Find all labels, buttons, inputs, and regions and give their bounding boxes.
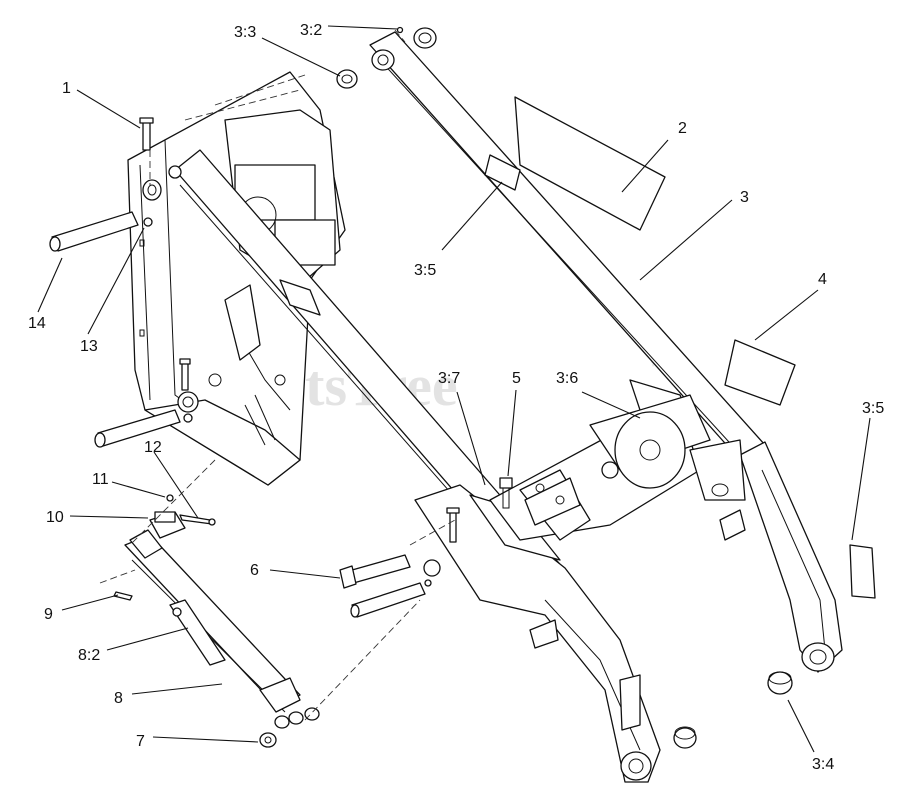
bushing-3-2 [396, 26, 437, 49]
callout-3-5-side: 3:5 [862, 400, 884, 417]
washer-7 [259, 732, 277, 748]
decal-3-5-side [849, 544, 876, 599]
callout-3-3: 3:3 [234, 24, 256, 41]
callout-4: 4 [818, 271, 827, 288]
rod-end-washers [274, 707, 320, 729]
callout-5: 5 [512, 370, 521, 387]
pin-lower-arm [350, 582, 426, 618]
callout-3-7: 3:7 [438, 370, 460, 387]
decal-2 [514, 96, 666, 231]
right-loader-arm [369, 31, 843, 673]
cotter-pin-9 [113, 591, 133, 601]
callout-labels: 1 2 3 3:2 3:3 3:4 3:5 3:5 3:6 3:7 4 5 6 … [28, 22, 884, 773]
callout-3-4: 3:4 [812, 756, 834, 773]
bushing-3-3 [336, 69, 358, 89]
upper-pivot-boss [142, 179, 162, 201]
bolt-1 [139, 117, 154, 151]
nut-13 [143, 217, 153, 227]
lower-bolt [179, 358, 191, 391]
callout-14: 14 [28, 315, 46, 332]
pin-arm-mount [423, 507, 460, 587]
lower-nut [183, 413, 193, 423]
nut-11 [166, 494, 174, 502]
lower-pin [94, 409, 181, 448]
callout-6: 6 [250, 562, 259, 579]
pin-14 [49, 211, 139, 252]
callout-1: 1 [62, 80, 71, 97]
lower-pivot-boss [177, 391, 199, 413]
callout-13: 13 [80, 338, 98, 355]
callout-8-2: 8:2 [78, 647, 100, 664]
callout-2: 2 [678, 120, 687, 137]
bushing-3-4 [767, 671, 793, 695]
callout-3-5-upper: 3:5 [414, 262, 436, 279]
pin-12 [179, 514, 216, 526]
bolt-6 [339, 554, 411, 589]
callout-8: 8 [114, 690, 123, 707]
callout-11: 11 [92, 471, 109, 488]
callout-7: 7 [136, 733, 145, 750]
decal-4 [724, 339, 796, 406]
callout-3: 3 [740, 189, 749, 206]
left-loader-arm [168, 149, 661, 783]
bolt-5 [499, 477, 513, 509]
leader-lines [37, 25, 871, 753]
callout-12: 12 [144, 439, 162, 456]
cross-tube [489, 394, 746, 541]
callout-10: 10 [46, 509, 64, 526]
callout-3-6: 3:6 [556, 370, 578, 387]
alignment-lines [99, 29, 456, 721]
callout-3-2: 3:2 [300, 22, 322, 39]
cylinder-8 [124, 529, 301, 713]
callout-9: 9 [44, 606, 53, 623]
lower-bushing [673, 726, 697, 749]
clevis-10 [149, 511, 186, 539]
